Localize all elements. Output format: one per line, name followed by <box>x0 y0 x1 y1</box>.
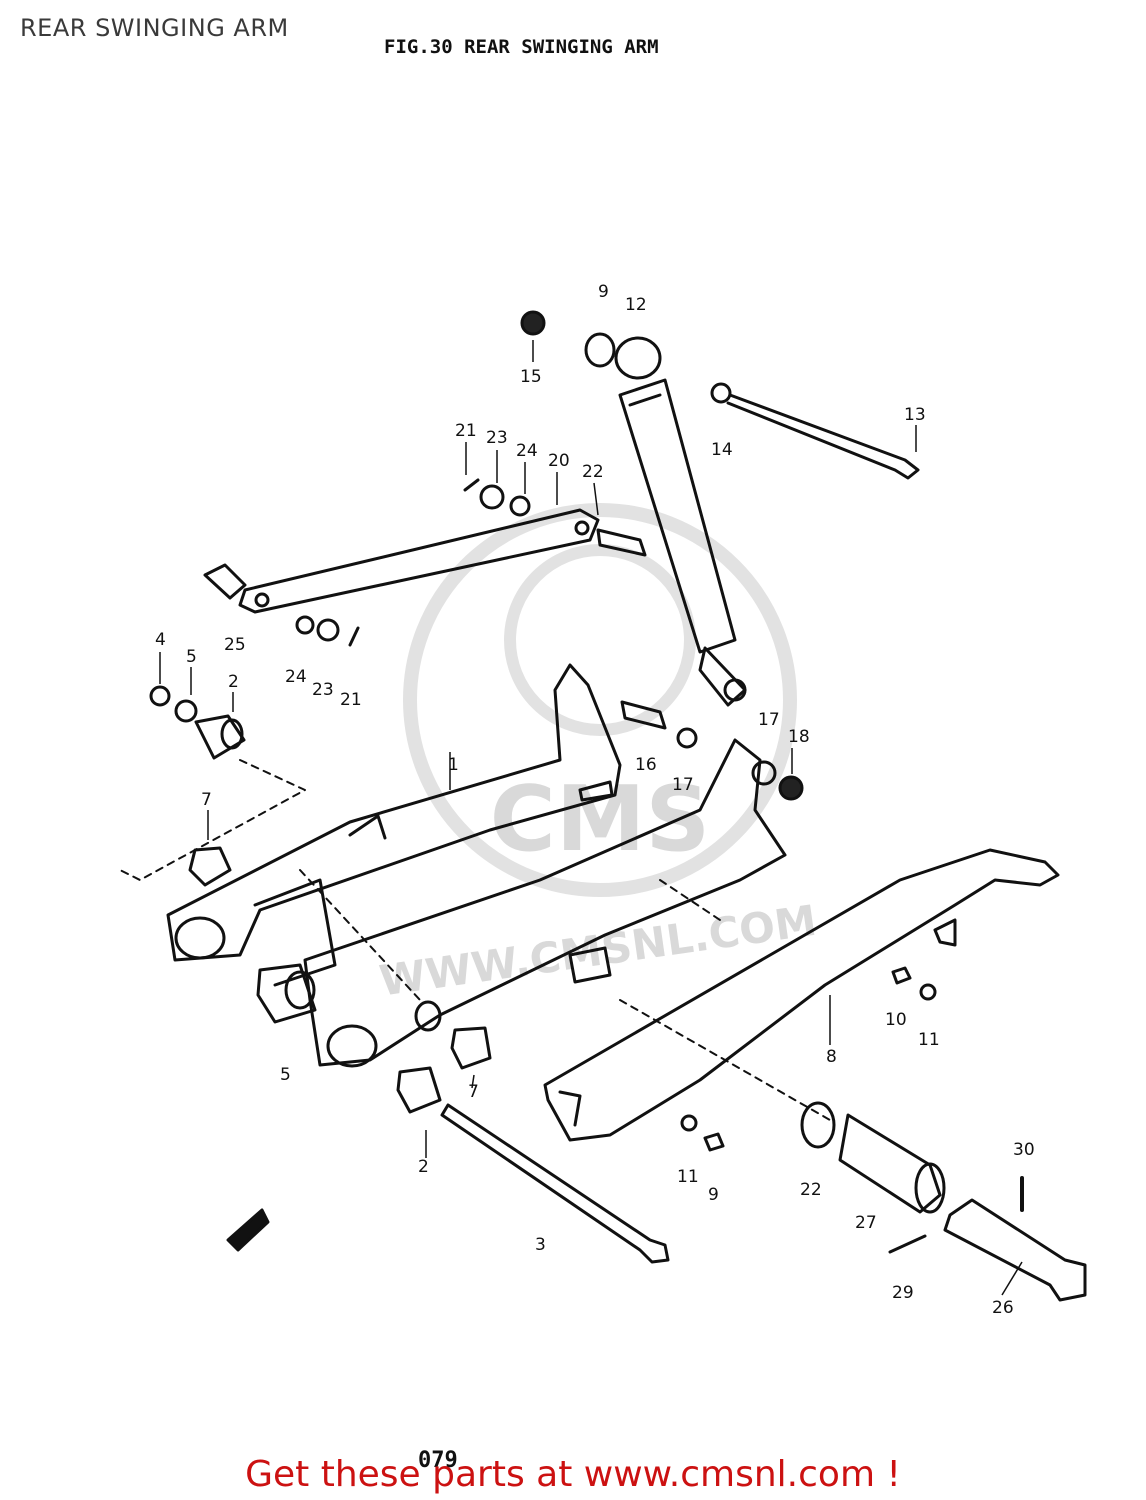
callout-21: 21 <box>340 690 362 710</box>
callout-21: 21 <box>455 421 477 441</box>
callout-13: 13 <box>904 405 926 425</box>
callout-10: 10 <box>885 1010 907 1030</box>
leader-lines <box>159 340 1023 1296</box>
callout-labels: 1 2 2 3 4 5 5 7 7 8 9 9 10 11 11 12 13 1… <box>155 282 1035 1318</box>
promo-banner: Get these parts at www.cmsnl.com ! <box>0 1454 1146 1495</box>
callout-11: 11 <box>918 1030 940 1050</box>
figure-caption: FIG.30 REAR SWINGING ARM <box>384 36 659 58</box>
part-bolt-13 <box>710 382 920 480</box>
callout-17: 17 <box>672 775 694 795</box>
callout-25: 25 <box>224 635 246 655</box>
callout-8: 8 <box>826 1047 837 1067</box>
callout-24: 24 <box>516 441 538 461</box>
callout-12: 12 <box>625 295 647 315</box>
callout-16: 16 <box>635 755 657 775</box>
page-number: 079 <box>418 1448 458 1473</box>
part-torque-link-20 <box>203 508 600 614</box>
callout-17: 17 <box>758 710 780 730</box>
part-nut-15 <box>520 310 546 336</box>
callout-20: 20 <box>548 451 570 471</box>
callout-7: 7 <box>468 1082 479 1102</box>
callout-30: 30 <box>1013 1140 1035 1160</box>
callout-2: 2 <box>228 672 239 692</box>
part-washers-upper <box>295 478 531 647</box>
callout-18: 18 <box>788 727 810 747</box>
callout-11: 11 <box>677 1167 699 1187</box>
part-bolt-16 <box>620 700 804 801</box>
front-arrow-icon <box>226 1208 270 1252</box>
callout-22: 22 <box>582 462 604 482</box>
part-chain-case-8 <box>543 848 1060 1142</box>
part-shock-absorber <box>584 332 747 707</box>
callout-26: 26 <box>992 1298 1014 1318</box>
callout-2: 2 <box>418 1157 429 1177</box>
callout-22: 22 <box>800 1180 822 1200</box>
callout-24: 24 <box>285 667 307 687</box>
part-swing-arm <box>166 663 787 1068</box>
part-small-bolts <box>680 966 937 1152</box>
part-bolt-22 <box>596 528 647 557</box>
callout-29: 29 <box>892 1283 914 1303</box>
part-dust-seal-7 <box>188 846 492 1070</box>
callout-5: 5 <box>280 1065 291 1085</box>
callout-9: 9 <box>598 282 609 302</box>
watermark: CMS WWW.CMSNL.COM <box>376 503 820 1006</box>
promo-link[interactable]: Get these parts at www.cmsnl.com ! <box>245 1454 901 1495</box>
callout-27: 27 <box>855 1213 877 1233</box>
part-footrest <box>800 1101 1087 1302</box>
assembly-lines <box>119 759 831 1121</box>
callout-7: 7 <box>201 790 212 810</box>
callout-15: 15 <box>520 367 542 387</box>
callout-9: 9 <box>708 1185 719 1205</box>
part-bushing-left <box>149 685 246 760</box>
callout-23: 23 <box>312 680 334 700</box>
callout-4: 4 <box>155 630 166 650</box>
callout-3: 3 <box>535 1235 546 1255</box>
part-bushing-lower <box>256 963 442 1114</box>
page-title: REAR SWINGING ARM <box>20 14 289 42</box>
callout-5: 5 <box>186 647 197 667</box>
callout-23: 23 <box>486 428 508 448</box>
part-pivot-shaft-3 <box>440 1103 670 1264</box>
callout-14: 14 <box>711 440 733 460</box>
callout-1: 1 <box>448 755 459 775</box>
